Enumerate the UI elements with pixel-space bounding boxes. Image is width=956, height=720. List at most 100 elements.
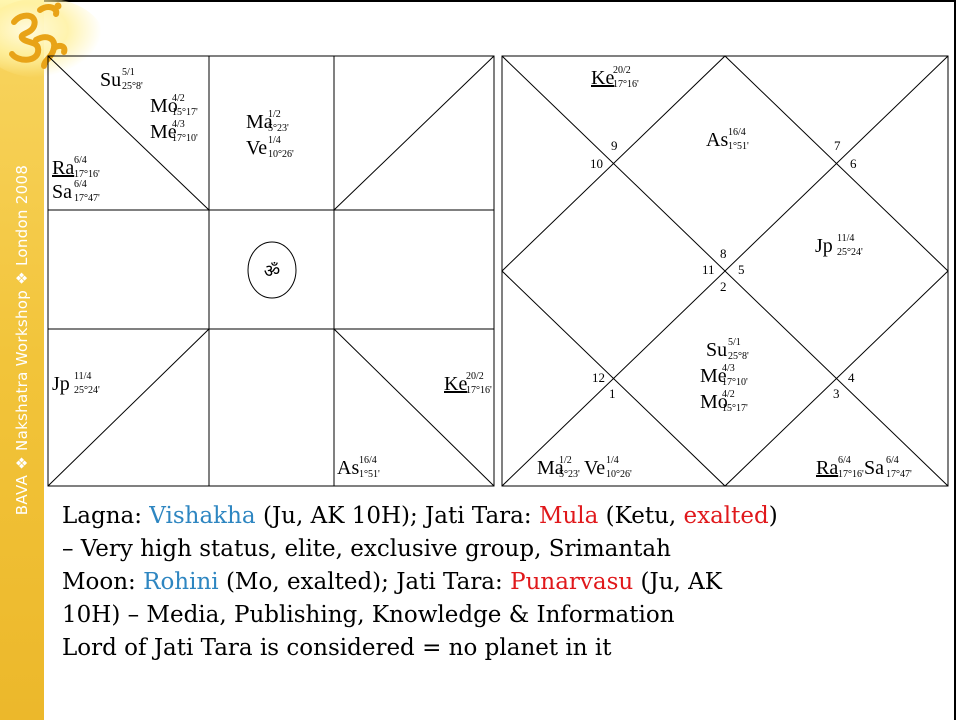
- text-line-5-segment-1: Lord of Jati Tara is considered = no pla…: [62, 635, 612, 661]
- south-planet-jp-nakshatra-pada: 11/4: [74, 371, 91, 382]
- sidebar: [0, 0, 44, 720]
- text-line-4: 10H) – Media, Publishing, Knowledge & In…: [62, 599, 952, 632]
- south-planet-me-nakshatra-pada: 4/3: [172, 119, 185, 130]
- south-planet-me-name: Me: [150, 121, 177, 143]
- south-diag-bl: [47, 328, 210, 487]
- north-planet-ra-degree: 17°16': [838, 469, 864, 480]
- south-planet-mo: Mo4/215°17': [150, 93, 198, 118]
- north-planet-ve-nakshatra-pada: 1/4: [606, 455, 619, 466]
- text-line-2: – Very high status, elite, exclusive gro…: [62, 533, 952, 566]
- north-planet-as-nakshatra-pada: 16/4: [728, 127, 746, 138]
- south-planet-as-name: As: [337, 457, 359, 479]
- south-diag-br: [333, 328, 495, 487]
- north-house-number-8: 8: [720, 246, 727, 261]
- south-chart: [47, 55, 495, 487]
- south-planet-ma-name: Ma: [246, 111, 273, 133]
- north-planet-me-name: Me: [700, 365, 727, 387]
- south-diag-tr: [333, 55, 495, 211]
- south-planet-ve-name: Ve: [246, 137, 267, 159]
- text-line-1-segment-3: (Ju, AK 10H); Jati Tara:: [255, 503, 539, 529]
- north-planet-su-degree: 25°8': [728, 351, 749, 362]
- text-block: Lagna: Vishakha (Ju, AK 10H); Jati Tara:…: [62, 500, 952, 665]
- north-planet-sa-degree: 17°47': [886, 469, 912, 480]
- north-planet-mo: Mo4/215°17': [700, 389, 748, 414]
- north-planet-su-nakshatra-pada: 5/1: [728, 337, 741, 348]
- south-planet-me-degree: 17°10': [172, 133, 198, 144]
- south-planet-me: Me4/3 17°10': [150, 119, 198, 144]
- north-house-number-1: 1: [609, 386, 616, 401]
- south-planet-ra-nakshatra-pada: 6/4: [74, 155, 87, 166]
- north-inner-diamond: [501, 55, 949, 487]
- south-planet-su-name: Su: [100, 69, 121, 91]
- text-line-1-segment-1: Lagna:: [62, 503, 150, 529]
- south-center-om: ॐ: [264, 261, 280, 282]
- north-house-number-12: 12: [592, 370, 605, 385]
- north-planet-ma: Ma1/25°23': [537, 455, 580, 480]
- south-planet-ke-degree: 17°16': [466, 385, 492, 396]
- north-planet-me-degree: 17°10': [722, 377, 748, 388]
- south-planet-ma-degree: 5°23': [268, 123, 289, 134]
- north-house-number-6: 6: [850, 156, 857, 171]
- text-line-3-segment-3: (Mo, exalted); Jati Tara:: [218, 569, 511, 595]
- south-planet-jp-name: Jp: [52, 373, 70, 395]
- south-planet-jp: Jp 11/4 25°24': [52, 371, 100, 396]
- south-planet-mo-name: Mo: [150, 95, 178, 117]
- text-line-3-segment-5: (Ju, AK: [633, 569, 722, 595]
- text-line-3-segment-4: Punarvasu: [510, 569, 634, 595]
- south-planet-jp-degree: 25°24': [74, 385, 100, 396]
- north-planet-ra-name: Ra: [816, 457, 838, 479]
- south-planet-su-degree: 25°8': [122, 81, 143, 92]
- north-planet-su-name: Su: [706, 339, 727, 361]
- south-planet-ve-degree: 10°26': [268, 149, 294, 160]
- south-planet-su-nakshatra-pada: 5/1: [122, 67, 135, 78]
- north-planet-ve-degree: 10°26': [606, 469, 632, 480]
- south-planet-as-nakshatra-pada: 16/4: [359, 455, 377, 466]
- right-border: [954, 0, 956, 720]
- north-planet-sa-name: Sa: [864, 457, 884, 479]
- om-logo-icon: [0, 0, 104, 78]
- text-line-2-segment-1: – Very high status, elite, exclusive gro…: [62, 536, 671, 562]
- north-planet-ma-degree: 5°23': [559, 469, 580, 480]
- north-planet-ma-nakshatra-pada: 1/2: [559, 455, 572, 466]
- south-planet-sa-name: Sa: [52, 181, 72, 203]
- text-line-4-segment-1: 10H) – Media, Publishing, Knowledge & In…: [62, 602, 675, 628]
- north-house-number-5: 5: [738, 262, 745, 277]
- north-planet-as-degree: 1°51': [728, 141, 749, 152]
- south-planet-ra-degree: 17°16': [74, 169, 100, 180]
- south-planet-ke-name: Ke: [444, 373, 467, 395]
- south-diag-tl: [47, 55, 210, 211]
- south-center-oval: [247, 241, 297, 299]
- text-line-1-segment-6: exalted: [683, 503, 769, 529]
- text-line-3-segment-1: Moon:: [62, 569, 144, 595]
- north-planet-mo-degree: 15°17': [722, 403, 748, 414]
- north-planet-jp-nakshatra-pada: 11/4: [837, 233, 854, 244]
- north-house-number-10: 10: [590, 156, 603, 171]
- south-planet-ra-name: Ra: [52, 157, 74, 179]
- south-planet-ve-nakshatra-pada: 1/4: [268, 135, 281, 146]
- north-house-number-7: 7: [834, 138, 841, 153]
- north-chart: [501, 55, 949, 487]
- north-planet-ra-nakshatra-pada: 6/4: [838, 455, 851, 466]
- south-planet-sa-degree: 17°47': [74, 193, 100, 204]
- text-line-1-segment-2: Vishakha: [149, 503, 256, 529]
- north-house-number-4: 4: [848, 370, 855, 385]
- south-planet-sa-nakshatra-pada: 6/4: [74, 179, 87, 190]
- south-planet-mo-nakshatra-pada: 4/2: [172, 93, 185, 104]
- south-planet-as-degree: 1°51': [359, 469, 380, 480]
- south-planet-ke-nakshatra-pada: 20/2: [466, 371, 484, 382]
- north-planet-ke-nakshatra-pada: 20/2: [613, 65, 631, 76]
- south-chart-frame: [47, 55, 495, 487]
- north-planet-mo-name: Mo: [700, 391, 728, 413]
- text-line-1: Lagna: Vishakha (Ju, AK 10H); Jati Tara:…: [62, 500, 952, 533]
